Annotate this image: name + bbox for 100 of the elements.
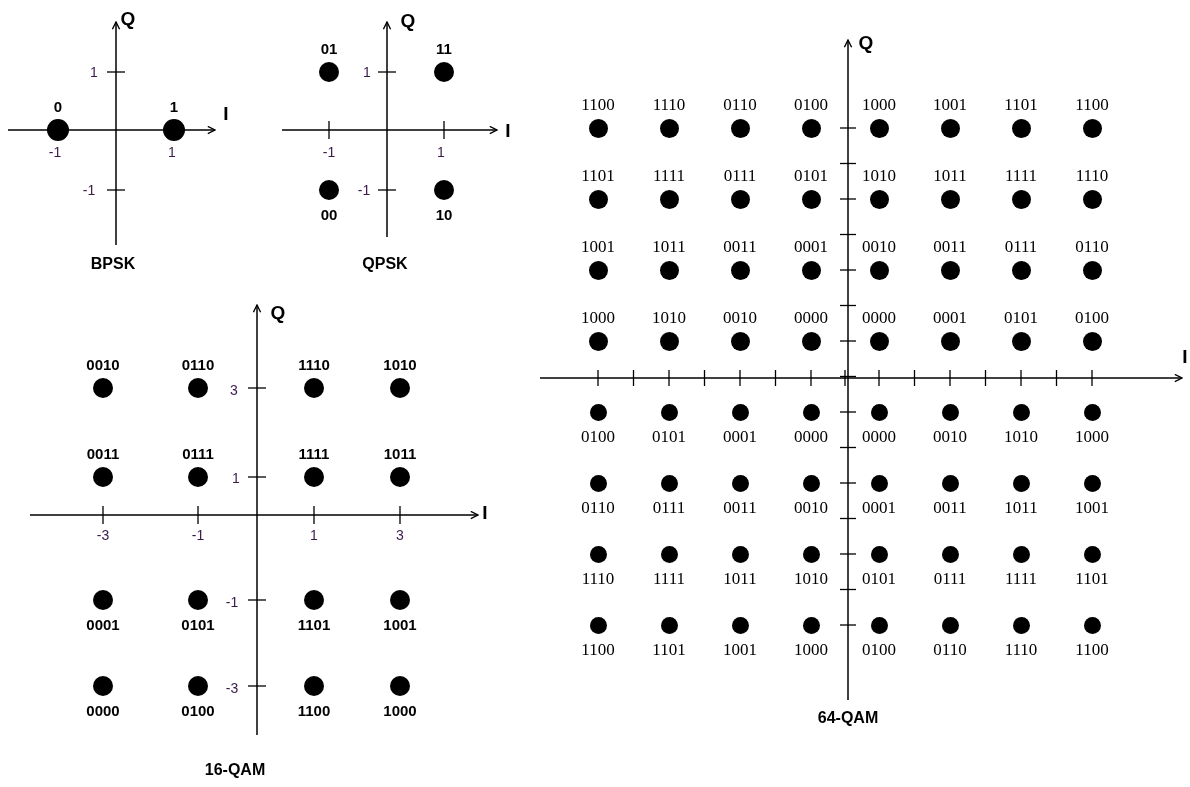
bit-label: 0000 [862,308,896,326]
bit-label: 1100 [581,640,615,658]
bit-label: 0011 [933,498,967,516]
constellation-point [869,189,889,209]
bit-label: 0001 [862,498,896,516]
constellation-point [93,676,113,696]
bit-label: 1010 [862,166,896,184]
bit-label: 0110 [723,95,757,113]
bit-label: 0000 [794,427,828,445]
bit-label: 0111 [1004,237,1038,255]
bit-label: 0100 [794,95,828,113]
tick-label: 1 [363,65,371,79]
constellation-point [1012,616,1030,634]
constellation-point [659,260,679,280]
bit-label: 00 [320,206,338,222]
axis-name: I [482,502,488,522]
constellation-point [870,403,888,421]
constellation-point [660,545,678,563]
bit-label: 0010 [86,356,120,372]
bit-label: 0001 [723,427,757,445]
constellation-point [93,467,113,487]
bit-label: 0001 [933,308,967,326]
bit-label: 01 [320,40,338,56]
constellation-point [802,616,820,634]
tick-label: -3 [225,681,239,695]
bit-label: 1001 [723,640,757,658]
bit-label: 0100 [1075,308,1109,326]
bit-label: 0101 [1004,308,1038,326]
bit-label: 0000 [862,427,896,445]
tick-label: 1 [232,471,240,485]
tick-label: -1 [357,183,371,197]
bit-label: 1011 [723,569,757,587]
bit-label: 0001 [86,616,120,632]
constellation-point [188,590,208,610]
bit-label: 0010 [933,427,967,445]
tick-label: 3 [230,383,238,397]
bit-label: 10 [435,206,453,222]
scheme-name: 16-QAM [204,762,266,778]
constellation-point [589,616,607,634]
constellation-point [1011,260,1031,280]
constellation-point [731,474,749,492]
constellation-point [730,118,750,138]
bit-label: 0110 [1075,237,1109,255]
bit-label: 1011 [383,445,417,461]
tick-label: -1 [191,528,205,542]
constellation-point [801,118,821,138]
bit-label: 1110 [298,356,330,372]
constellation-point [188,676,208,696]
constellation-point [869,260,889,280]
bit-label: 0101 [794,166,828,184]
constellation-point [1083,616,1101,634]
constellation-point [870,474,888,492]
constellation-point [730,260,750,280]
constellation-point [801,260,821,280]
tick-label: -1 [82,183,96,197]
bit-label: 0100 [581,427,615,445]
bit-label: 1101 [1004,95,1038,113]
constellation-point [801,331,821,351]
bit-label: 0011 [933,237,967,255]
constellation-point [659,331,679,351]
constellation-point [659,118,679,138]
constellation-point [940,260,960,280]
tick-label: -1 [322,145,336,159]
bit-label: 0 [53,98,63,114]
constellation-point [1012,474,1030,492]
tick-label: -3 [96,528,110,542]
constellation-point [660,403,678,421]
tick-label: 3 [396,528,404,542]
bit-label: 1100 [1075,640,1109,658]
bit-label: 1 [169,98,179,114]
constellation-point [660,474,678,492]
scheme-name: 64-QAM [817,710,879,726]
bit-label: 0111 [652,498,686,516]
axis-name: Q [270,302,286,322]
constellation-point [588,331,608,351]
bit-label: 1110 [1075,166,1109,184]
constellation-point [188,378,208,398]
constellation-point [319,62,339,82]
constellation-point [869,331,889,351]
bit-label: 1111 [1004,569,1038,587]
bit-label: 1000 [1075,427,1109,445]
constellation-point [660,616,678,634]
constellation-point [93,378,113,398]
tick-label: -1 [225,595,239,609]
constellation-point [731,403,749,421]
constellation-point [941,474,959,492]
bit-label: 1011 [652,237,686,255]
bit-label: 1000 [581,308,615,326]
axis-name: I [505,120,511,140]
bit-label: 0011 [86,445,120,461]
bit-label: 1111 [298,445,330,461]
constellation-point [1082,260,1102,280]
bit-label: 0110 [181,356,215,372]
constellation-point [304,590,324,610]
bit-label: 0011 [723,498,757,516]
constellation-point [434,180,454,200]
constellation-point [588,189,608,209]
bit-label: 1010 [1004,427,1038,445]
bit-label: 1111 [652,166,686,184]
constellation-point [941,545,959,563]
